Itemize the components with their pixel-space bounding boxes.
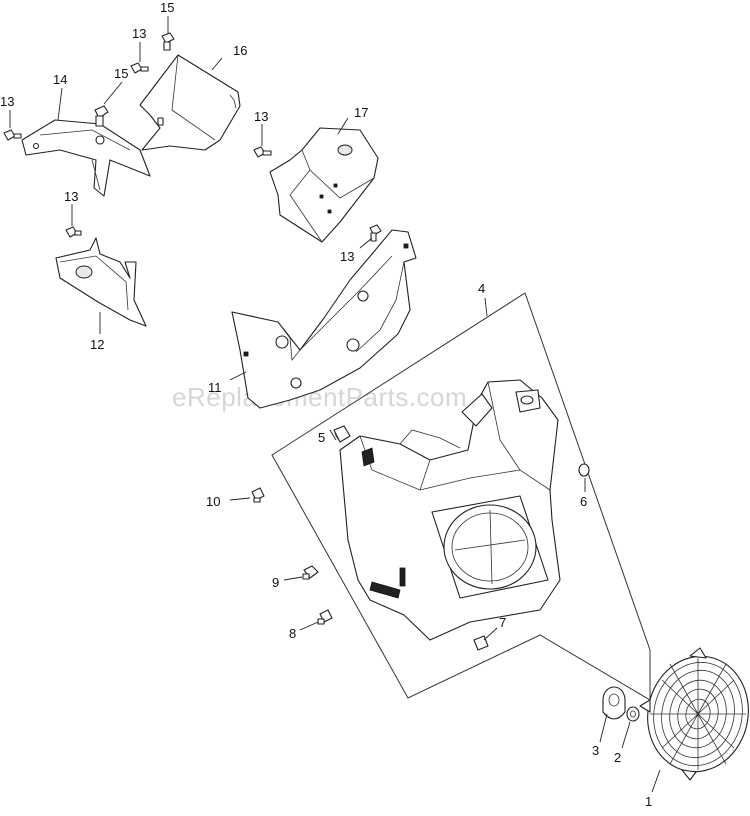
callout-3: 3 — [592, 743, 599, 758]
screw-10[interactable] — [251, 487, 265, 503]
callout-6: 6 — [580, 494, 587, 509]
leader-17 — [337, 117, 349, 135]
leader-9 — [283, 576, 303, 581]
callout-8: 8 — [289, 626, 296, 641]
shroud-bracket-17[interactable] — [269, 127, 379, 243]
leader-15a — [103, 81, 123, 105]
fan-screen-1[interactable] — [637, 647, 750, 781]
callout-15b: 15 — [160, 0, 174, 15]
leader-7 — [483, 627, 498, 641]
callout-4: 4 — [478, 281, 485, 296]
screw-13d[interactable] — [65, 226, 82, 238]
screw-13e[interactable] — [369, 224, 382, 242]
callout-5: 5 — [318, 430, 325, 445]
callout-13d: 13 — [64, 189, 78, 204]
screw-9[interactable] — [302, 565, 319, 580]
spacer-3[interactable] — [602, 686, 626, 720]
screw-8[interactable] — [317, 609, 333, 625]
callout-14: 14 — [53, 72, 67, 87]
leader-14 — [57, 87, 63, 121]
callout-13c: 13 — [254, 109, 268, 124]
callout-7: 7 — [499, 615, 506, 630]
screw-13b[interactable] — [130, 62, 149, 74]
callout-11: 11 — [208, 380, 222, 395]
callout-10: 10 — [206, 494, 220, 509]
grommet-6[interactable] — [578, 463, 590, 477]
leader-13e — [359, 237, 373, 249]
leader-1 — [651, 769, 661, 793]
screw-15b[interactable] — [161, 32, 175, 51]
callout-13b: 13 — [132, 26, 146, 41]
callout-9: 9 — [272, 575, 279, 590]
callout-2: 2 — [614, 750, 621, 765]
blower-housing-4[interactable] — [339, 379, 561, 641]
cover-plate-16[interactable] — [139, 54, 241, 151]
callout-13a: 13 — [0, 94, 14, 109]
bushing-5[interactable] — [333, 425, 351, 443]
leader-8 — [299, 621, 319, 631]
leader-3 — [599, 713, 608, 743]
leader-4 — [484, 297, 488, 317]
leader-2 — [621, 721, 631, 749]
screw-13a[interactable] — [3, 129, 22, 141]
callout-15a: 15 — [114, 66, 128, 81]
callout-12: 12 — [90, 337, 104, 352]
washer-2[interactable] — [626, 706, 640, 722]
callout-13e: 13 — [340, 249, 354, 264]
screw-13c[interactable] — [253, 146, 272, 158]
leader-11 — [229, 371, 247, 381]
callout-16: 16 — [233, 43, 247, 58]
callout-17: 17 — [354, 105, 368, 120]
leader-10 — [229, 497, 251, 501]
leader-16 — [211, 57, 223, 71]
callout-1: 1 — [645, 794, 652, 809]
bracket-12[interactable] — [55, 237, 147, 327]
screw-15a[interactable] — [94, 105, 109, 127]
shroud-11[interactable] — [231, 229, 417, 409]
leader-5 — [329, 429, 337, 441]
bracket-14[interactable] — [21, 119, 151, 197]
